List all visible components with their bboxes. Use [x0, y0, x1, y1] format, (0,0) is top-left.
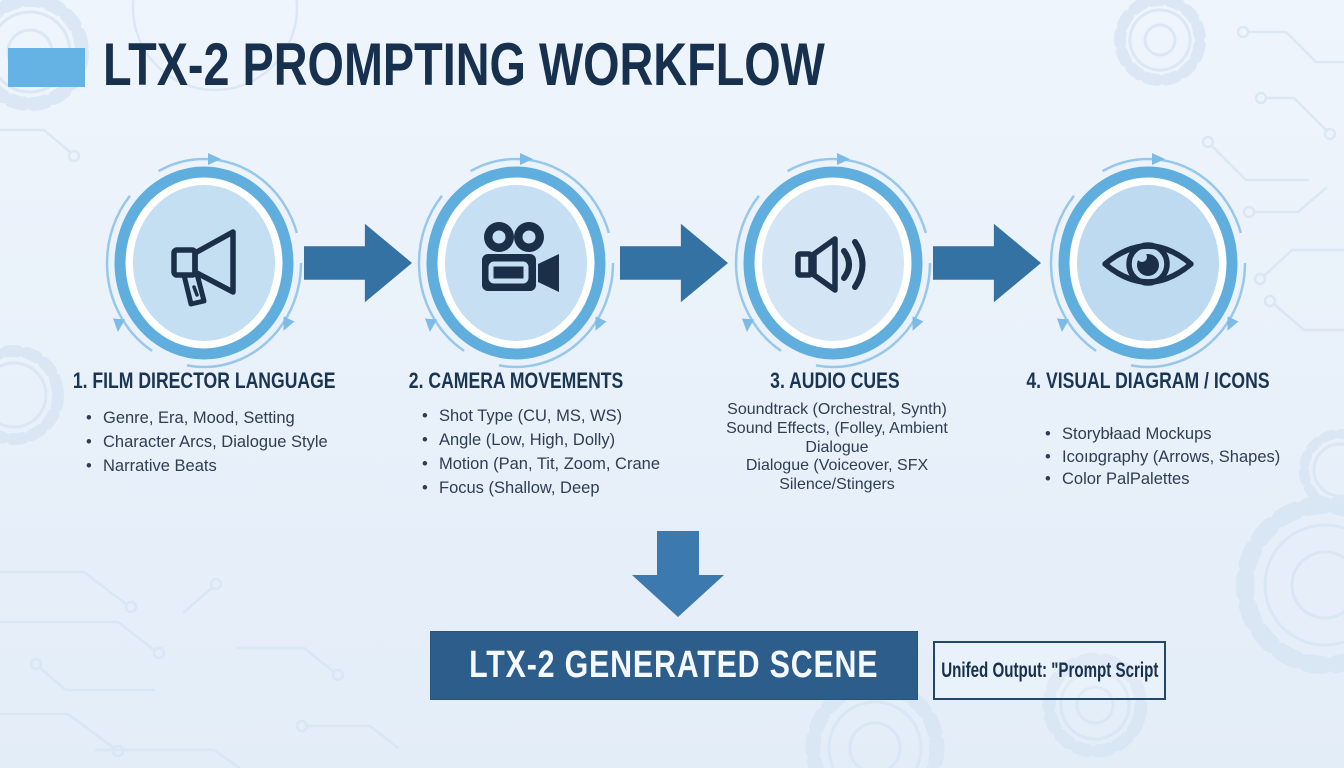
- list-item: Icoıɒgraphy (Arrows, Shapes): [1045, 446, 1280, 469]
- step-items-1: Genre, Era, Mood, Setting Character Arcs…: [86, 406, 328, 478]
- list-item: Focus (Shallow, Deep: [422, 476, 660, 500]
- step-items-2: Shot Type (CU, MS, WS) Angle (Low, High,…: [422, 404, 660, 500]
- list-item: Soundtrack (Orchestral, Synth): [727, 401, 947, 418]
- list-item: Sound Effects, (Folley, Ambient: [726, 419, 948, 437]
- unified-output-box: Unifed Output: "Prompt Script: [933, 641, 1166, 700]
- list-item: Shot Type (CU, MS, WS): [422, 404, 660, 428]
- step-heading-2: 2. CAMERA MOVEMENTS: [408, 368, 624, 393]
- page-title: LTX-2 PROMPTING WORKFLOW: [103, 34, 1028, 96]
- list-item: Silence/Stingers: [779, 476, 895, 494]
- generated-scene-box: LTX-2 GENERATED SCENE: [430, 631, 918, 700]
- title-accent-bar: [8, 48, 85, 87]
- list-item: Angle (Low, High, Dolly): [422, 428, 660, 452]
- arrow-right-icon: [620, 223, 728, 303]
- cycle-arrows-icon: [734, 153, 932, 369]
- step-heading-3: 3. AUDIO CUES: [770, 368, 900, 393]
- list-item: Narrative Beats: [86, 454, 328, 478]
- page-title-text: LTX-2 PROMPTING WORKFLOW: [103, 31, 825, 98]
- step-circle-3: [734, 153, 932, 369]
- step-heading-1: 1. FILM DIRECTOR LANGUAGE: [72, 368, 336, 393]
- generated-scene-label: LTX-2 GENERATED SCENE: [469, 644, 879, 686]
- list-item: Color PalPalettes: [1045, 468, 1280, 491]
- cycle-arrows-icon: [417, 153, 615, 369]
- list-item: Dialogue: [805, 438, 869, 456]
- step-circle-2: [417, 153, 615, 369]
- megaphone-icon: [171, 229, 236, 307]
- step-circle-1: [105, 153, 303, 369]
- unified-output-label: Unifed Output: "Prompt Script: [940, 658, 1159, 682]
- arrow-down-icon: [632, 531, 724, 617]
- cycle-arrows-icon: [105, 153, 303, 369]
- list-item: Character Arcs, Dialogue Style: [86, 430, 328, 454]
- step-circle-4: [1049, 153, 1247, 369]
- list-item: Dialogue (Voiceover, SFX: [745, 457, 929, 475]
- eye-icon: [1102, 242, 1194, 286]
- list-item: Motion (Pan, Tit, Zoom, Crane: [422, 452, 660, 476]
- list-item: Genre, Era, Mood, Setting: [86, 406, 328, 430]
- step-items-3: Soundtrack (Orchestral, Synth) Sound Eff…: [672, 401, 1002, 495]
- step-heading-4: 4. VISUAL DIAGRAM / ICONS: [1026, 368, 1270, 393]
- step-items-4: Storybłaad Mockups Icoıɒgraphy (Arrows, …: [1045, 423, 1280, 491]
- circuit-pattern: [0, 25, 1344, 768]
- cycle-arrows-icon: [1049, 153, 1247, 369]
- arrow-right-icon: [304, 223, 412, 303]
- speaker-icon: [795, 236, 866, 293]
- list-item: Storybłaad Mockups: [1045, 423, 1280, 446]
- video-camera-icon: [482, 222, 559, 292]
- arrow-right-icon: [933, 223, 1041, 303]
